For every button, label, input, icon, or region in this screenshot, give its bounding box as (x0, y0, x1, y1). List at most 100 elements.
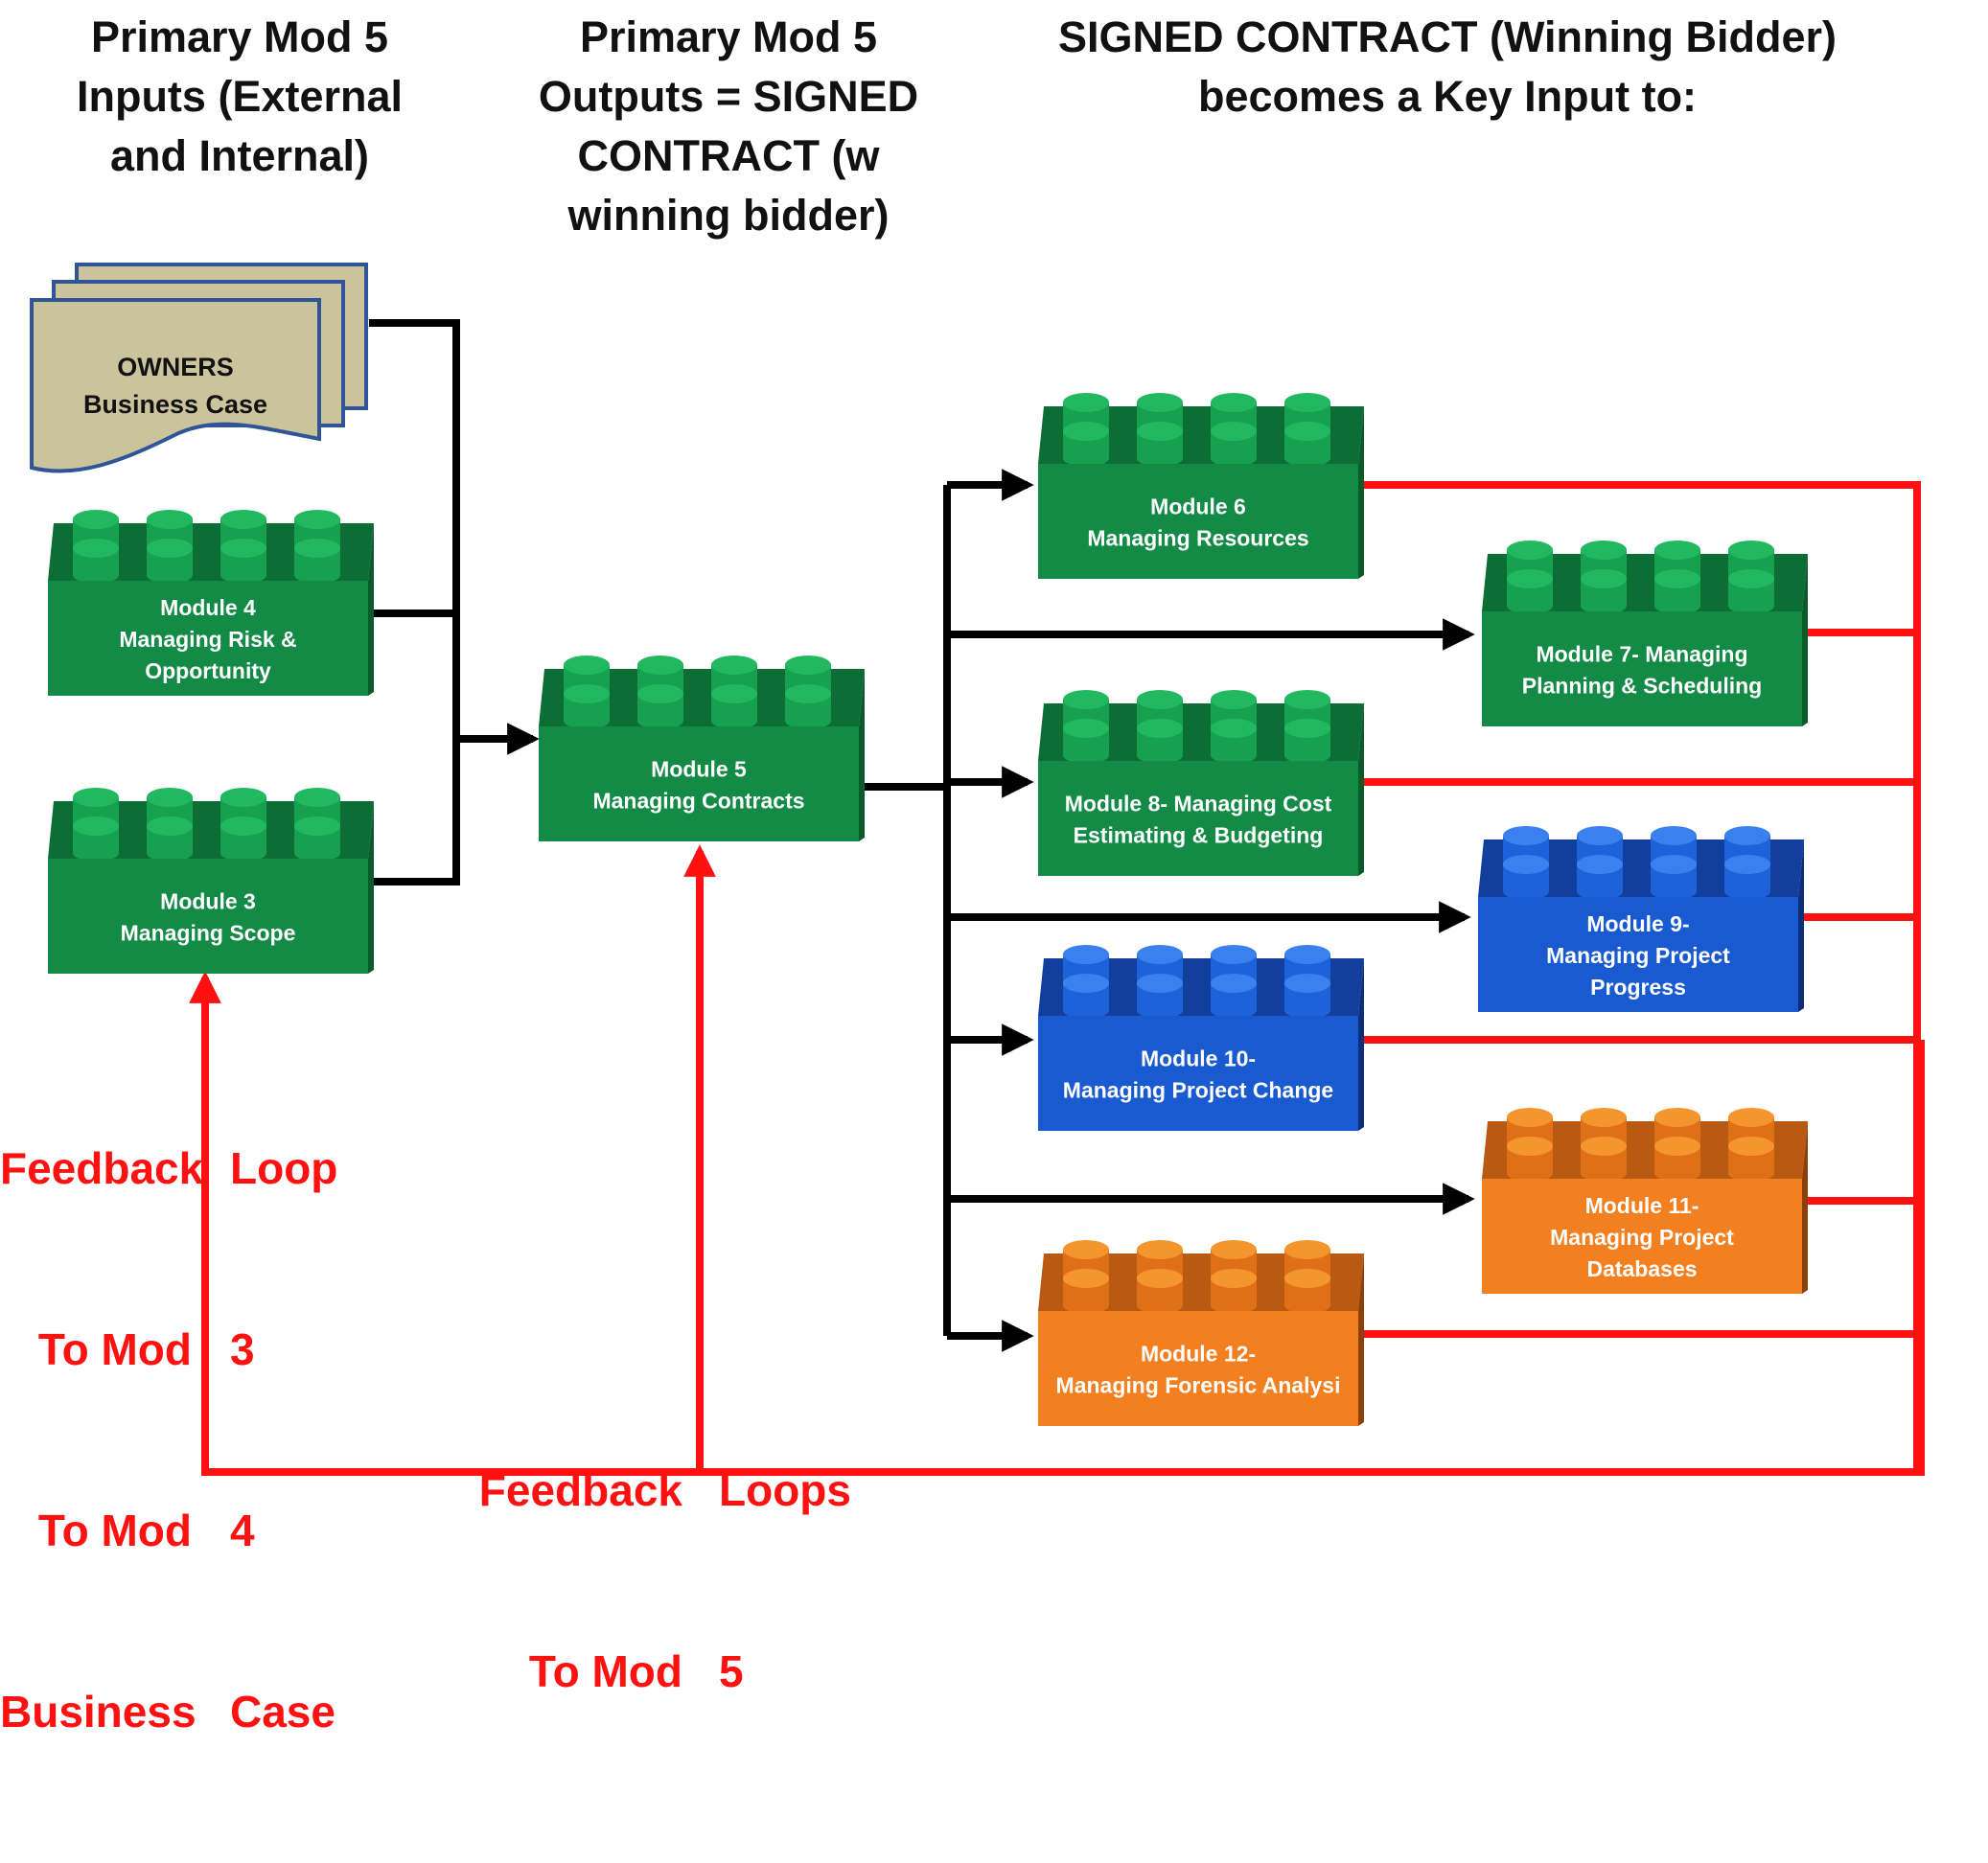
brick-stud-top (1724, 826, 1770, 845)
brick-stud-base (220, 844, 266, 862)
brick-stud-base (1137, 1001, 1183, 1019)
brick-top-face (48, 801, 374, 859)
brick-stud-base (1211, 747, 1257, 764)
brick-stud-base (73, 844, 119, 862)
brick-stud-top (711, 656, 757, 675)
feedback-text: Loop (230, 1143, 338, 1193)
brick-stud-top (1581, 1137, 1627, 1156)
brick-stud-top (1654, 1137, 1700, 1156)
brick-stud-base (1211, 1297, 1257, 1314)
feedback-loop-to-module3 (189, 971, 1925, 1476)
header-key-input: SIGNED CONTRACT (Winning Bidder) becomes… (1057, 12, 1838, 121)
brick-side-face (1358, 703, 1364, 876)
feedback-text: Case (230, 1687, 335, 1736)
feedback-text: To Mod (37, 1506, 192, 1555)
input-bracket-line (369, 319, 460, 886)
module-label-m5: Managing Contracts (592, 789, 804, 814)
brick-stud-base (1063, 449, 1109, 467)
brick-stud-base (1063, 1297, 1109, 1314)
brick-stud-base (1507, 597, 1553, 614)
brick-stud-base (1581, 597, 1627, 614)
brick-front-face (1038, 1311, 1358, 1426)
brick-stud-top (1507, 569, 1553, 588)
brick-stud-top (73, 816, 119, 836)
brick-stud-top (1063, 974, 1109, 993)
brick-front-face (48, 581, 368, 696)
brick-stud-top (1063, 393, 1109, 412)
brick-side-face (1802, 1121, 1808, 1294)
brick-stud-top (1211, 422, 1257, 441)
business-case-title: Business Case (83, 390, 267, 419)
brick-stud-top (1507, 1108, 1553, 1127)
brick-stud-base (564, 712, 610, 729)
brick-stud-top (1137, 974, 1183, 993)
brick-stud-top (1284, 945, 1330, 964)
brick-stud-top (220, 510, 266, 529)
brick-side-face (1358, 958, 1364, 1131)
brick-top-face (1482, 554, 1808, 611)
brick-front-face (1478, 897, 1798, 1012)
brick-front-face (1482, 611, 1802, 726)
brick-stud-top (1137, 690, 1183, 709)
brick-stud-top (220, 816, 266, 836)
brick-front-face (539, 726, 859, 841)
module-label-m12: Module 12- (1141, 1342, 1256, 1367)
brick-stud-top (147, 539, 193, 558)
brick-stud-top (1211, 719, 1257, 738)
module-label-m10: Managing Project Change (1063, 1078, 1333, 1103)
brick-stud-base (1284, 449, 1330, 467)
brick-stud-top (1063, 719, 1109, 738)
brick-stud-base (1284, 1297, 1330, 1314)
brick-stud-top (1137, 422, 1183, 441)
header-outputs: Primary Mod 5 Outputs = SIGNED CONTRACT … (538, 12, 919, 240)
brick-stud-top (1211, 393, 1257, 412)
brick-front-face (1482, 1179, 1802, 1294)
brick-side-face (859, 669, 865, 841)
feedback-text: Feedback (478, 1465, 682, 1515)
brick-stud-top (73, 539, 119, 558)
brick-stud-top (1063, 422, 1109, 441)
feedback-text: Business (0, 1687, 196, 1736)
brick-stud-base (1284, 747, 1330, 764)
brick-stud-top (1728, 1108, 1774, 1127)
brick-stud-top (147, 788, 193, 807)
brick-stud-base (1651, 883, 1697, 900)
module-brick-m10: Module 10-Managing Project Change (1038, 945, 1364, 1131)
brick-stud-top (1724, 855, 1770, 874)
module-label-m11: Databases (1586, 1256, 1697, 1281)
brick-stud-base (1507, 1164, 1553, 1182)
brick-stud-top (1728, 540, 1774, 560)
brick-stud-top (1137, 945, 1183, 964)
brick-stud-top (564, 684, 610, 703)
brick-stud-top (711, 684, 757, 703)
brick-stud-top (1063, 1269, 1109, 1288)
brick-stud-base (1284, 1001, 1330, 1019)
brick-stud-top (294, 816, 340, 836)
brick-stud-top (1211, 974, 1257, 993)
brick-stud-top (1284, 1240, 1330, 1259)
brick-stud-base (1211, 449, 1257, 467)
brick-stud-top (637, 684, 683, 703)
feedback-text: To Mod (528, 1646, 682, 1696)
feedback-loop-mod5-right: Loops 5 (719, 1340, 872, 1823)
brick-stud-base (1728, 1164, 1774, 1182)
brick-stud-top (564, 656, 610, 675)
brick-stud-top (1137, 1240, 1183, 1259)
brick-top-face (1038, 703, 1364, 761)
brick-stud-top (1137, 1269, 1183, 1288)
brick-stud-top (1728, 1137, 1774, 1156)
brick-stud-base (1728, 597, 1774, 614)
brick-stud-base (1581, 1164, 1627, 1182)
brick-stud-base (1211, 1001, 1257, 1019)
feedback-loop-mod3-right: Loop 3 4 Case (230, 1018, 364, 1863)
module-label-m4: Opportunity (145, 658, 271, 683)
brick-stud-top (1211, 945, 1257, 964)
brick-stud-base (1063, 747, 1109, 764)
module-label-m7: Module 7- Managing (1536, 642, 1747, 667)
brick-stud-base (1137, 747, 1183, 764)
feedback-loop-mod3-left: Feedback To Mod To Mod Business (0, 1018, 203, 1863)
brick-stud-top (1654, 569, 1700, 588)
